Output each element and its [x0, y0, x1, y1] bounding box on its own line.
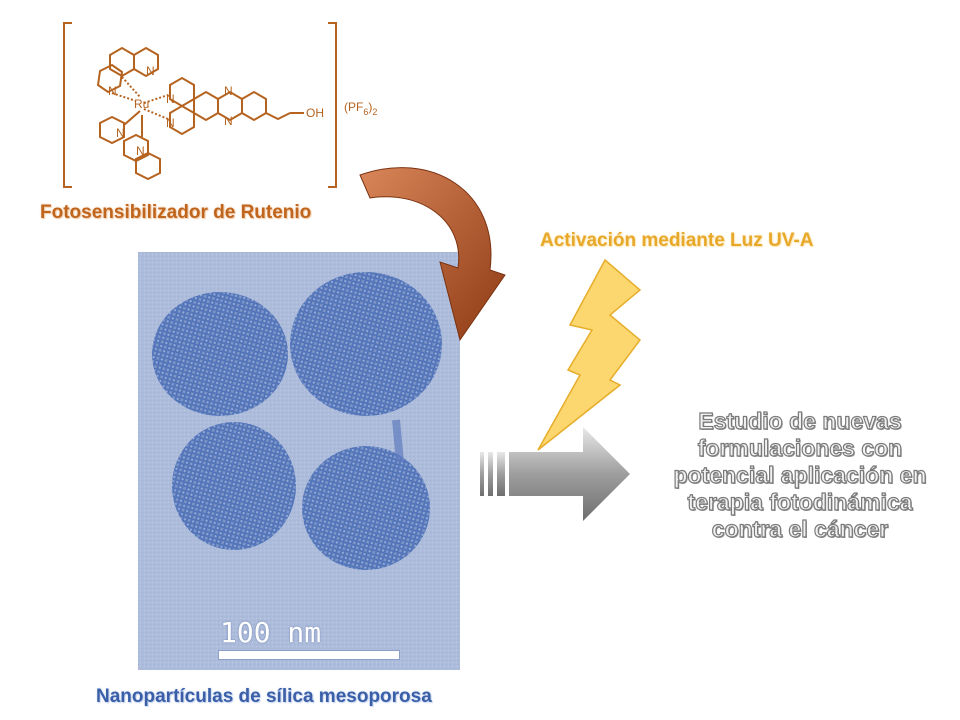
result-line: terapia fotodinámica [687, 488, 913, 515]
scale-bar [218, 650, 400, 660]
n-label: N [166, 92, 175, 106]
nanoparticle [152, 292, 288, 416]
n-label: N [224, 84, 233, 98]
uv-activation-label: Activación mediante Luz UV-A [540, 230, 814, 251]
n-label: N [108, 84, 117, 98]
counterion-label: (PF [344, 100, 363, 114]
right-arrow-icon [480, 427, 630, 521]
n-label: N [136, 144, 145, 158]
photosensitizer-title: Fotosensibilizador de Rutenio [40, 202, 312, 223]
nanoparticle [302, 446, 430, 570]
oh-label: OH [306, 106, 324, 120]
result-line: contra el cáncer [711, 515, 889, 542]
n-label: N [166, 116, 175, 130]
n-label: N [224, 114, 233, 128]
n-label: N [116, 126, 125, 140]
counterion-coefficient: 2 [372, 107, 377, 117]
nanoparticle [172, 422, 296, 550]
tem-caption: Nanopartículas de sílica mesoporosa [96, 686, 432, 707]
counterion-close: ) [368, 100, 372, 114]
counterion-subscript: 6 [363, 107, 368, 117]
lightning-bolt-icon [537, 258, 642, 451]
result-line: formulaciones con [697, 434, 903, 461]
svg-text:(PF6)2: (PF6)2 [344, 100, 377, 117]
result-line: Estudio de nuevas [698, 407, 902, 434]
n-label: N [146, 64, 155, 78]
curved-arrow-icon [359, 167, 506, 342]
tem-image [138, 252, 460, 670]
scale-bar-label: 100 nm [220, 616, 322, 649]
ru-label: Ru [134, 97, 149, 111]
ruthenium-complex-structure: Ru N N N N N N N N OH (PF6)2 [63, 22, 377, 188]
result-line: potencial aplicación en [673, 461, 927, 488]
nanoparticle [290, 272, 442, 416]
result-text: Estudio de nuevas formulaciones con pote… [640, 407, 960, 543]
